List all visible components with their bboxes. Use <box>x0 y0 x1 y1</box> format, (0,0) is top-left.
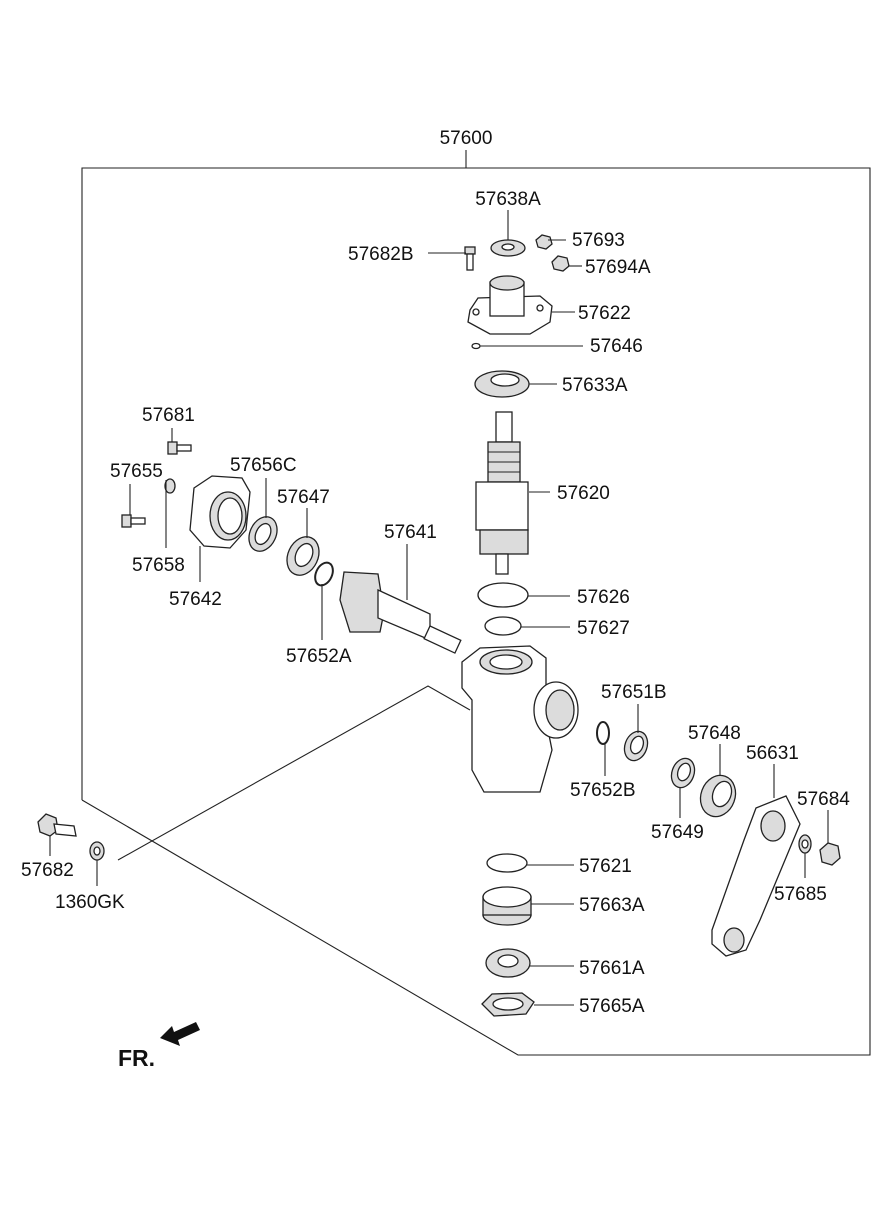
oring-57621 <box>486 853 528 873</box>
label-57652a: 57652A <box>286 646 352 667</box>
oring-57626 <box>477 582 529 608</box>
label-57685: 57685 <box>774 884 827 905</box>
gear-housing <box>461 645 579 793</box>
snap-ring-57652b <box>596 721 610 745</box>
label-57652b: 57652B <box>570 780 636 801</box>
label-57638a: 57638A <box>475 189 541 210</box>
label-57651b: 57651B <box>601 682 667 703</box>
bolt-57682b <box>464 246 476 271</box>
nut-57693 <box>535 234 553 250</box>
leader-lines <box>49 210 829 1006</box>
label-56631: 56631 <box>746 743 799 764</box>
label-57655: 57655 <box>110 461 163 482</box>
seal-57633a <box>474 370 530 398</box>
sector-shaft-57641 <box>339 571 462 654</box>
nut-57694a <box>551 255 570 272</box>
label-57665a: 57665A <box>579 996 645 1017</box>
label-front-direction: FR. <box>118 1045 155 1071</box>
label-57682b: 57682B <box>348 244 414 265</box>
valve-shaft-57620 <box>475 411 529 575</box>
seal-57651b <box>623 730 649 762</box>
label-57649: 57649 <box>651 822 704 843</box>
label-57600: 57600 <box>440 128 493 149</box>
washer-1360gk <box>89 841 105 861</box>
washer-57685 <box>798 834 812 854</box>
label-57661a: 57661A <box>579 958 645 979</box>
label-57647: 57647 <box>277 487 330 508</box>
pitman-arm-56631 <box>711 795 801 957</box>
bolt-57655 <box>121 514 146 528</box>
label-57694a: 57694A <box>585 257 651 278</box>
label-57633a: 57633A <box>562 375 628 396</box>
oring-57646 <box>471 342 481 350</box>
locknut-57665a <box>481 992 535 1017</box>
label-57682: 57682 <box>21 860 74 881</box>
valve-cover-57622 <box>467 275 553 335</box>
label-57627: 57627 <box>577 618 630 639</box>
front-arrow-icon <box>160 1022 200 1046</box>
label-57681: 57681 <box>142 405 195 426</box>
washer-57658 <box>164 478 176 494</box>
bolt-57682 <box>37 813 77 837</box>
label-57622: 57622 <box>578 303 631 324</box>
label-57620: 57620 <box>557 483 610 504</box>
oring-57627 <box>484 616 522 636</box>
label-57693: 57693 <box>572 230 625 251</box>
snap-ring-57652a <box>314 561 334 587</box>
label-57641: 57641 <box>384 522 437 543</box>
label-57656c: 57656C <box>230 455 297 476</box>
washer-57638a <box>490 239 526 257</box>
label-57663a: 57663A <box>579 895 645 916</box>
label-57658: 57658 <box>132 555 185 576</box>
race-57663a <box>482 886 532 926</box>
label-57621: 57621 <box>579 856 632 877</box>
seal-57649 <box>670 757 696 789</box>
part-labels: 57600 57638A 57682B 57693 57694A 57622 5… <box>21 128 850 1071</box>
bolt-57681 <box>167 441 192 455</box>
label-1360gk: 1360GK <box>55 892 125 913</box>
label-57626: 57626 <box>577 587 630 608</box>
label-57642: 57642 <box>169 589 222 610</box>
bushing-57648 <box>699 774 737 818</box>
bearing-57661a <box>485 948 531 978</box>
side-cover-57642 <box>189 475 251 549</box>
label-57684: 57684 <box>797 789 850 810</box>
nut-57684 <box>819 842 841 866</box>
label-57646: 57646 <box>590 336 643 357</box>
assembly-frame <box>81 150 871 1056</box>
label-57648: 57648 <box>688 723 741 744</box>
bearing-57647 <box>286 536 320 576</box>
seal-57656c <box>248 516 278 552</box>
